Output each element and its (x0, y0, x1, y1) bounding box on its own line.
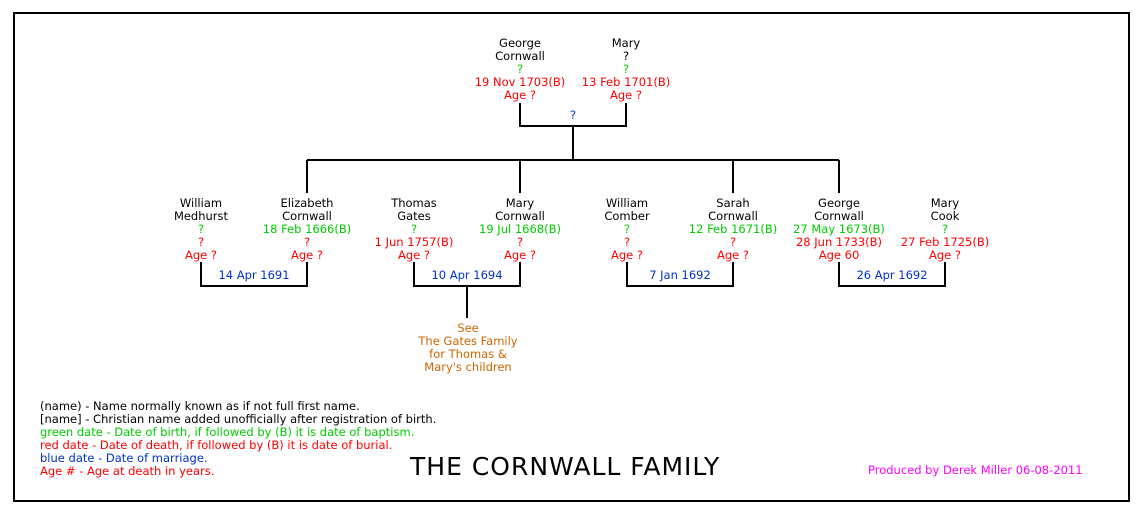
person-surname: Cornwall (282, 209, 332, 223)
death-date: ? (623, 235, 631, 249)
person-surname: Cornwall (495, 209, 545, 223)
chart-frame (13, 12, 1130, 502)
age-at-death: Age ? (610, 248, 643, 262)
death-date: ? (516, 235, 524, 249)
age-at-death: Age ? (397, 248, 430, 262)
person-surname: Gates (397, 209, 431, 223)
person-surname: Comber (604, 209, 650, 223)
age-at-death: Age ? (503, 88, 536, 102)
credit-text: Produced by Derek Miller 06-08-2011 (868, 463, 1083, 477)
birth-date: 27 May 1673(B) (793, 222, 885, 236)
person-elizabeth-cornwall[interactable]: Elizabeth Cornwall 18 Feb 1666(B) ? Age … (232, 197, 382, 262)
death-date: 28 Jun 1733(B) (795, 235, 883, 249)
connector-george-cook (838, 262, 946, 287)
person-william-medhurst[interactable]: William Medhurst ? ? Age ? (126, 197, 276, 262)
note-line: The Gates Family (418, 334, 518, 348)
person-first-name: Mary (505, 196, 535, 210)
person-first-name: Thomas (391, 196, 437, 210)
marriage-date-gates: 10 Apr 1694 (431, 268, 503, 282)
person-surname: Medhurst (173, 209, 229, 223)
legend-birth-date: green date - Date of birth, if followed … (40, 425, 415, 439)
age-at-death: Age 60 (818, 248, 860, 262)
death-date: ? (303, 235, 311, 249)
see-gates-family-note: See The Gates Family for Thomas & Mary's… (393, 322, 543, 374)
death-date: 19 Nov 1703(B) (474, 75, 566, 89)
person-mary-cornwall[interactable]: Mary Cornwall 19 Jul 1668(B) ? Age ? (445, 197, 595, 262)
death-date: 13 Feb 1701(B) (581, 75, 671, 89)
marriage-date-medhurst: 14 Apr 1691 (218, 268, 290, 282)
person-surname: Cornwall (814, 209, 864, 223)
connector-medhurst (200, 262, 308, 287)
person-mary-sr[interactable]: Mary ? ? 13 Feb 1701(B) Age ? (551, 37, 701, 102)
birth-date: 19 Jul 1668(B) (479, 222, 561, 236)
birth-date: 18 Feb 1666(B) (262, 222, 352, 236)
age-at-death: Age ? (290, 248, 323, 262)
birth-date: ? (623, 222, 631, 236)
connector-comber (626, 262, 734, 287)
marriage-date-parents: ? (569, 108, 577, 122)
death-date: 1 Jun 1757(B) (374, 235, 454, 249)
marriage-date-george-cook: 26 Apr 1692 (856, 268, 928, 282)
person-surname: Cornwall (708, 209, 758, 223)
legend-marriage-date: blue date - Date of marriage. (40, 451, 208, 465)
person-george-cornwall-sr[interactable]: George Cornwall ? 19 Nov 1703(B) Age ? (445, 37, 595, 102)
person-first-name: William (179, 196, 223, 210)
person-sarah-cornwall[interactable]: Sarah Cornwall 12 Feb 1671(B) ? Age ? (658, 197, 808, 262)
person-george-cornwall-jr[interactable]: George Cornwall 27 May 1673(B) 28 Jun 17… (764, 197, 914, 262)
legend-christian-name: [name] - Christian name added unofficial… (40, 412, 437, 426)
person-first-name: Elizabeth (280, 196, 334, 210)
person-first-name: William (605, 196, 649, 210)
age-at-death: Age ? (609, 88, 642, 102)
person-surname: Cornwall (495, 49, 545, 63)
person-first-name: Sarah (716, 196, 750, 210)
birth-date: ? (410, 222, 418, 236)
age-at-death: Age ? (503, 248, 536, 262)
birth-date: ? (197, 222, 205, 236)
legend: (name) - Name normally known as if not f… (40, 400, 436, 478)
person-first-name: Mary (611, 36, 641, 50)
age-at-death: Age ? (184, 248, 217, 262)
legend-age: Age # - Age at death in years. (40, 464, 215, 478)
death-date: 27 Feb 1725(B) (900, 235, 990, 249)
person-first-name: Mary (930, 196, 960, 210)
age-at-death: Age ? (928, 248, 961, 262)
legend-known-name: (name) - Name normally known as if not f… (40, 399, 360, 413)
legend-death-date: red date - Date of death, if followed by… (40, 438, 393, 452)
birth-date: ? (516, 62, 524, 76)
age-at-death: Age ? (716, 248, 749, 262)
person-thomas-gates[interactable]: Thomas Gates ? 1 Jun 1757(B) Age ? (339, 197, 489, 262)
note-line: for Thomas & (429, 347, 507, 361)
page-title: THE CORNWALL FAMILY (410, 452, 721, 481)
birth-date: ? (941, 222, 949, 236)
person-first-name: George (499, 36, 541, 50)
birth-date: 12 Feb 1671(B) (688, 222, 778, 236)
death-date: ? (197, 235, 205, 249)
note-line: See (457, 321, 479, 335)
person-surname: ? (622, 49, 630, 63)
note-line: Mary's children (424, 360, 512, 374)
birth-date: ? (622, 62, 630, 76)
death-date: ? (729, 235, 737, 249)
person-mary-cook[interactable]: Mary Cook ? 27 Feb 1725(B) Age ? (870, 197, 1020, 262)
person-william-comber[interactable]: William Comber ? ? Age ? (552, 197, 702, 262)
marriage-date-comber: 7 Jan 1692 (649, 268, 711, 282)
person-surname: Cook (930, 209, 960, 223)
person-first-name: George (818, 196, 860, 210)
